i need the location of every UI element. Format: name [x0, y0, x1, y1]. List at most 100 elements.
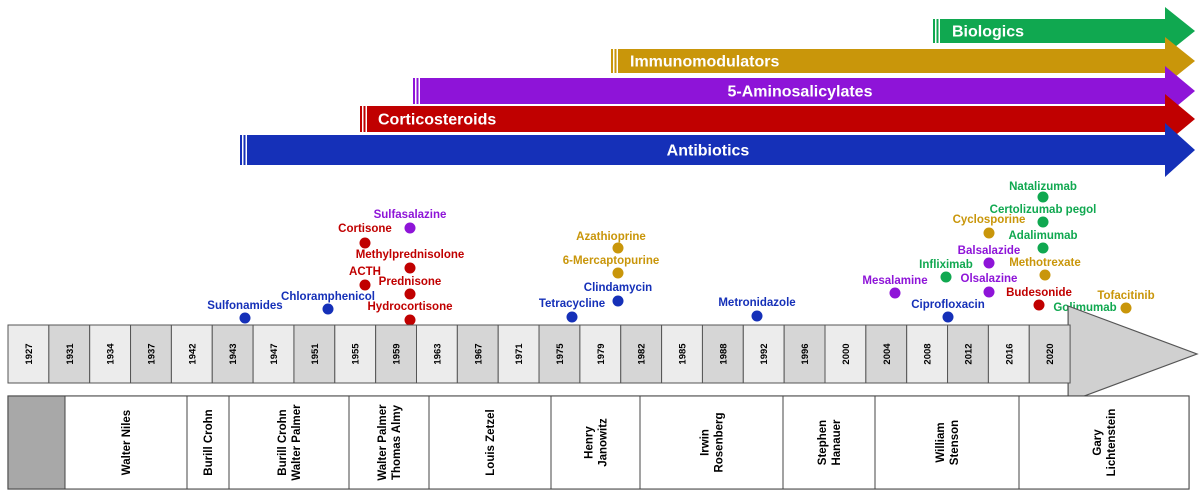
therapy-bar-biologics: Biologics	[933, 7, 1195, 55]
therapy-bar-5-aminosalicylates: 5-Aminosalicylates	[413, 66, 1195, 116]
bar-tick	[611, 49, 613, 73]
people-cell-box	[874, 395, 1020, 490]
year-label: 1971	[514, 343, 525, 365]
people-cell-box	[1018, 395, 1190, 490]
drug-label: Ciprofloxacin	[911, 299, 984, 311]
year-cell-box	[661, 324, 703, 384]
year-cell-1971: 1971	[497, 324, 540, 384]
drug-label: Natalizumab	[1009, 181, 1077, 193]
drug-label: Chloramphenicol	[281, 291, 375, 303]
bar-arrow	[618, 37, 1195, 85]
year-cell-1992: 1992	[742, 324, 785, 384]
drug-dot	[404, 288, 416, 300]
year-label: 1975	[555, 343, 566, 365]
drug-natalizumab: Natalizumab	[1009, 181, 1077, 203]
drug-dot	[359, 279, 371, 291]
year-cell-1979: 1979	[579, 324, 622, 384]
drug-sulfonamides: Sulfonamides	[207, 300, 283, 324]
person-name: Gary	[1092, 429, 1104, 456]
drug-tofacitinib: Tofacitinib	[1097, 290, 1155, 314]
bar-tick	[243, 135, 246, 165]
drug-dot	[983, 257, 995, 269]
bar-arrow	[420, 66, 1195, 116]
person-name: Burill Crohn	[203, 409, 215, 475]
year-cell-2012: 2012	[947, 324, 989, 384]
drug-metronidazole: Metronidazole	[718, 297, 796, 322]
year-label: 2020	[1045, 343, 1056, 364]
drug-label: Azathioprine	[576, 231, 646, 243]
drug-methotrexate: Methotrexate	[1009, 257, 1081, 281]
year-cell-box	[130, 324, 172, 384]
year-label: 1955	[351, 343, 362, 365]
person-name: Burill Crohn	[277, 409, 289, 475]
person-name: Rosenberg	[714, 412, 726, 472]
year-cell-box	[375, 324, 417, 384]
year-cell-box	[538, 324, 581, 384]
year-cell-box	[293, 324, 336, 384]
drug-dot	[322, 303, 334, 315]
year-cell-box	[1028, 324, 1071, 384]
year-cell-2016: 2016	[987, 324, 1030, 384]
year-cell-box	[824, 324, 867, 384]
bar-tick	[936, 19, 939, 43]
bar-tick	[240, 135, 242, 165]
drug-dot	[404, 222, 416, 234]
year-label: 1927	[24, 343, 35, 364]
year-cell-box	[170, 324, 213, 384]
drug-infliximab: Infliximab	[919, 259, 973, 283]
year-cell-1927: 1927	[7, 324, 50, 384]
person-name: Henry	[584, 426, 596, 459]
year-cell-box	[620, 324, 663, 384]
bar-tick	[360, 106, 362, 132]
year-cell-1947: 1947	[252, 324, 295, 384]
drug-methylprednisolone: Methylprednisolone	[356, 249, 464, 274]
drug-label: Cortisone	[338, 223, 392, 235]
year-label: 1931	[65, 343, 76, 365]
drug-label: Infliximab	[919, 259, 973, 271]
year-cell-1988: 1988	[701, 324, 744, 384]
year-label: 1996	[800, 343, 811, 364]
drug-label: Tofacitinib	[1097, 290, 1154, 302]
drug-6-mercaptopurine: 6-Mercaptopurine	[563, 255, 659, 279]
drug-cyclosporine: Cyclosporine	[953, 214, 1025, 239]
year-cell-1955: 1955	[334, 324, 377, 384]
drug-balsalazide: Balsalazide	[958, 245, 1021, 269]
year-cell-2020: 2020	[1028, 324, 1071, 384]
person-name: Hanauer	[831, 419, 843, 466]
year-cell-1959: 1959	[375, 324, 417, 384]
people-cell-box	[428, 395, 552, 490]
year-cell-1982: 1982	[620, 324, 663, 384]
year-cell-box	[865, 324, 908, 384]
year-label: 1992	[759, 343, 770, 364]
year-cell-1967: 1967	[456, 324, 499, 384]
year-cell-box	[987, 324, 1030, 384]
bar-label: 5-Aminosalicylates	[728, 84, 873, 101]
year-cell-2008: 2008	[906, 324, 949, 384]
person-name: Janowitz	[598, 418, 610, 467]
drug-clindamycin: Clindamycin	[584, 282, 652, 307]
person-name: Stenson	[949, 420, 961, 465]
year-cell-box	[456, 324, 499, 384]
drug-label: Hydrocortisone	[368, 301, 453, 313]
person-name: Thomas Almy	[391, 404, 403, 480]
year-cell-box	[7, 324, 50, 384]
year-label: 2004	[882, 343, 893, 365]
year-label: 1943	[228, 343, 239, 364]
people-cell-box	[348, 395, 430, 490]
year-cell-1942: 1942	[170, 324, 213, 384]
therapy-bar-immunomodulators: Immunomodulators	[611, 37, 1195, 85]
drug-acth: ACTH	[349, 266, 381, 291]
people-cell-box	[550, 395, 641, 490]
year-cell-box	[783, 324, 826, 384]
people-cell-burill-crohn: Burill Crohn	[186, 395, 230, 490]
therapy-bars: BiologicsImmunomodulators5-Aminosalicyla…	[240, 7, 1195, 177]
drug-label: Balsalazide	[958, 245, 1021, 257]
year-cell-box	[416, 324, 458, 384]
drug-chloramphenicol: Chloramphenicol	[281, 291, 375, 315]
year-label: 1951	[310, 343, 321, 365]
person-name: Irwin	[700, 429, 712, 456]
